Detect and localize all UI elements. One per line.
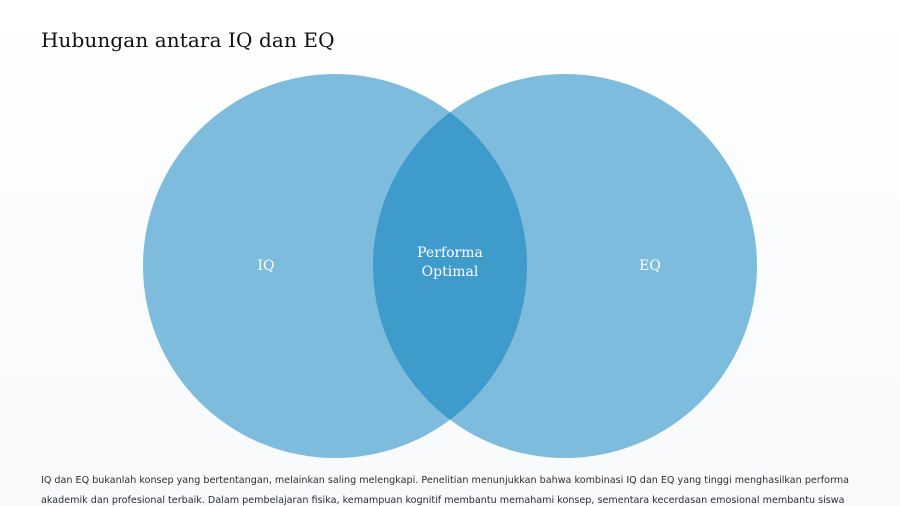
page-title: Hubungan antara IQ dan EQ xyxy=(41,28,335,52)
overlap-region xyxy=(373,74,527,458)
iq-label: IQ xyxy=(257,258,274,274)
overlap-label-line1: Performa xyxy=(417,245,483,261)
overlap-label-line2: Optimal xyxy=(422,264,479,280)
description-text: IQ dan EQ bukanlah konsep yang bertentan… xyxy=(41,475,850,506)
eq-label: EQ xyxy=(639,258,661,274)
